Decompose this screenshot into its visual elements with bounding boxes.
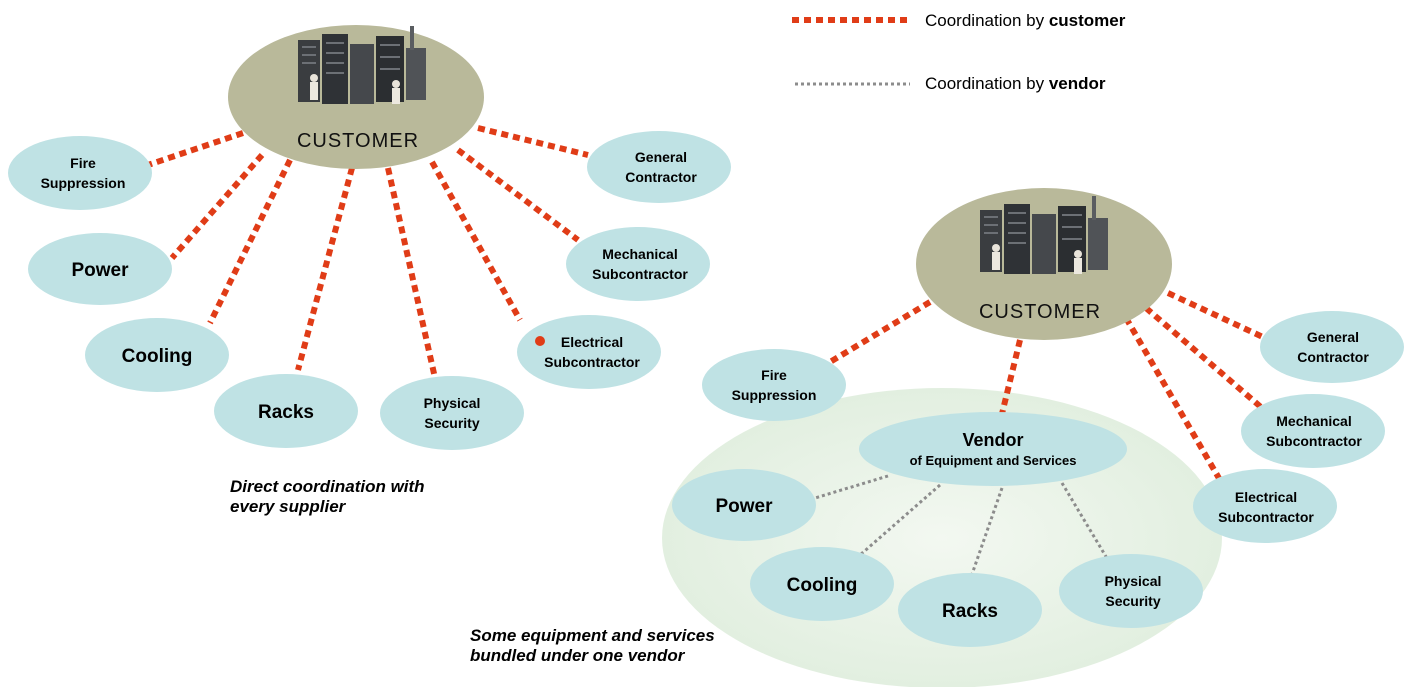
connector-left-security (385, 167, 438, 379)
svg-text:Power: Power (715, 496, 773, 517)
svg-text:Subcontractor: Subcontractor (592, 266, 688, 282)
left-caption-line2: every supplier (230, 497, 347, 516)
right-node-cooling: Cooling (750, 547, 894, 621)
svg-text:Contractor: Contractor (1297, 349, 1369, 365)
left-node-electrical-subcontractor: Electrical Subcontractor (517, 315, 661, 389)
connector-left-fire (147, 130, 244, 168)
vendor-connector-security (1060, 482, 1110, 561)
svg-text:Physical: Physical (424, 395, 481, 411)
connector-right-electrical (1123, 316, 1223, 482)
right-node-general-contractor: General Contractor (1260, 311, 1404, 383)
connector-right-fire (823, 299, 932, 368)
left-node-power: Power (28, 233, 172, 305)
left-customer-node: CUSTOMER (228, 25, 484, 169)
connector-left-general (477, 125, 589, 158)
svg-text:Electrical: Electrical (561, 334, 623, 350)
svg-text:Suppression: Suppression (41, 175, 126, 191)
right-node-electrical-subcontractor: Electrical Subcontractor (1193, 469, 1337, 543)
right-connectors (823, 290, 1267, 482)
right-node-mechanical-subcontractor: Mechanical Subcontractor (1241, 394, 1385, 468)
svg-text:Suppression: Suppression (732, 387, 817, 403)
connector-left-electrical (429, 160, 523, 322)
svg-text:Power: Power (71, 260, 129, 281)
svg-text:Racks: Racks (258, 402, 314, 423)
svg-text:Subcontractor: Subcontractor (1266, 433, 1362, 449)
right-customer-node: CUSTOMER (916, 188, 1172, 340)
connector-left-mechanical (456, 147, 580, 243)
left-customer-label: CUSTOMER (297, 130, 419, 152)
svg-text:Security: Security (424, 415, 479, 431)
svg-text:General: General (1307, 329, 1359, 345)
vendor-connector-power (814, 474, 889, 500)
legend-customer-label: Coordination by customer (925, 11, 1126, 30)
right-node-fire-suppression: Fire Suppression (702, 349, 846, 421)
right-node-physical-security: Physical Security (1059, 554, 1203, 628)
right-caption-line2: bundled under one vendor (470, 646, 686, 665)
svg-text:Cooling: Cooling (122, 346, 193, 367)
left-node-cooling: Cooling (85, 318, 229, 392)
connector-left-cooling (207, 158, 293, 325)
left-node-racks: Racks (214, 374, 358, 448)
connector-right-mechanical (1144, 305, 1264, 411)
svg-text:Electrical: Electrical (1235, 489, 1297, 505)
vendor-title: Vendor (962, 430, 1023, 450)
left-caption-line1: Direct coordination with (230, 477, 425, 496)
svg-text:Contractor: Contractor (625, 169, 697, 185)
connector-left-power (169, 153, 265, 260)
connector-left-racks (295, 167, 355, 371)
svg-text:Fire: Fire (761, 367, 787, 383)
svg-text:Security: Security (1105, 593, 1160, 609)
left-node-fire-suppression: Fire Suppression (8, 136, 152, 210)
left-node-mechanical-subcontractor: Mechanical Subcontractor (566, 227, 710, 301)
right-customer-label: CUSTOMER (979, 301, 1101, 323)
svg-text:Cooling: Cooling (787, 575, 858, 596)
right-node-racks: Racks (898, 573, 1042, 647)
vendor-node: Vendor of Equipment and Services (859, 412, 1127, 486)
svg-text:Mechanical: Mechanical (602, 246, 677, 262)
right-node-power: Power (672, 469, 816, 541)
svg-text:Fire: Fire (70, 155, 96, 171)
left-connectors (147, 125, 589, 379)
connector-right-vendor (997, 339, 1023, 423)
vendor-connector-racks (968, 487, 1004, 581)
svg-text:Physical: Physical (1105, 573, 1162, 589)
svg-text:Subcontractor: Subcontractor (544, 354, 640, 370)
svg-text:Subcontractor: Subcontractor (1218, 509, 1314, 525)
svg-text:Mechanical: Mechanical (1276, 413, 1351, 429)
legend-vendor-label: Coordination by vendor (925, 74, 1106, 93)
svg-text:Racks: Racks (942, 601, 998, 622)
red-dot-marker (535, 336, 545, 346)
left-node-physical-security: Physical Security (380, 376, 524, 450)
connector-right-general (1166, 290, 1267, 341)
svg-text:General: General (635, 149, 687, 165)
vendor-subtitle: of Equipment and Services (910, 453, 1077, 468)
vendor-connectors (814, 474, 1110, 581)
left-node-general-contractor: General Contractor (587, 131, 731, 203)
right-caption-line1: Some equipment and services (470, 626, 715, 645)
legend: Coordination by customer Coordination by… (792, 11, 1126, 93)
